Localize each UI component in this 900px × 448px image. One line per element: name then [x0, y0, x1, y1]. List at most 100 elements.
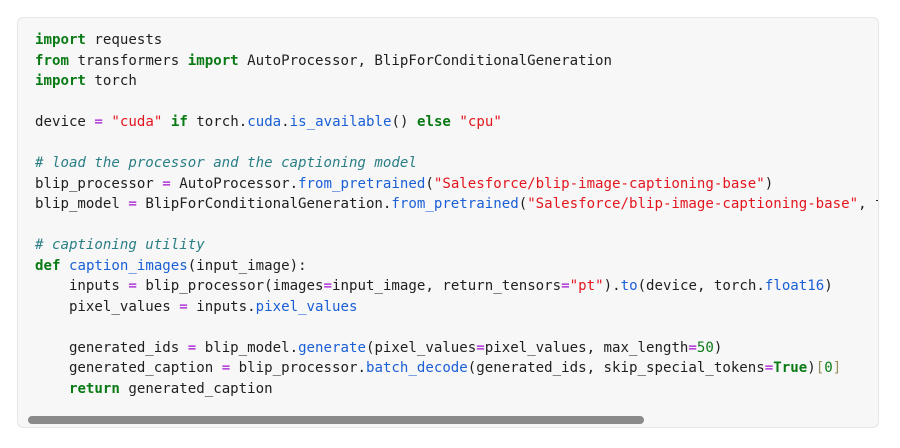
- code-text: ): [824, 278, 833, 294]
- operator: =: [94, 114, 103, 130]
- code-line: from transformers import AutoProcessor, …: [35, 51, 878, 72]
- code-line: blip_processor = AutoProcessor.from_pret…: [35, 174, 878, 195]
- code-text: AutoProcessor, BlipForConditionalGenerat…: [238, 52, 613, 69]
- code-text: , torch_dtype: [858, 196, 878, 212]
- attribute: cuda: [247, 114, 282, 130]
- string-literal: "cpu": [459, 114, 502, 130]
- keyword: return: [68, 380, 120, 397]
- string-literal: "pt": [569, 278, 604, 294]
- code-line: # load the processor and the captioning …: [35, 153, 878, 174]
- operator: =: [179, 298, 188, 315]
- attribute: float16: [764, 278, 825, 294]
- code-line: [35, 133, 878, 154]
- code-text: pixel_values: [35, 298, 180, 315]
- operator: =: [187, 339, 197, 356]
- attribute: from_pretrained: [298, 175, 426, 192]
- code-text: ): [807, 360, 816, 376]
- bracket: ]: [832, 360, 842, 376]
- code-line: def caption_images(input_image):: [35, 256, 878, 277]
- string-literal: "Salesforce/blip-image-captioning-base": [527, 196, 859, 212]
- code-text: (input_image):: [187, 257, 307, 274]
- keyword: from: [35, 52, 69, 69]
- code-line: # captioning utility: [35, 235, 878, 256]
- code-text: BlipForConditionalGeneration.: [136, 196, 392, 212]
- code-text: blip_model.: [196, 339, 299, 356]
- code-line: pixel_values = inputs.pixel_values: [35, 297, 878, 318]
- attribute: is_available: [289, 114, 392, 130]
- keyword: import: [35, 32, 86, 48]
- code-text: (: [518, 196, 528, 212]
- attribute: from_pretrained: [391, 196, 519, 212]
- code-text: pixel_values, max_length: [484, 339, 689, 356]
- code-text: blip_processor(images: [136, 278, 324, 294]
- string-literal: "Salesforce/blip-image-captioning-base": [433, 175, 765, 192]
- code-text: (): [391, 114, 417, 130]
- code-text: (pixel_values: [365, 339, 477, 356]
- code-text: torch: [85, 73, 137, 89]
- operator: =: [764, 360, 774, 376]
- code-text: device: [35, 114, 95, 130]
- operator: =: [128, 278, 137, 294]
- number-literal: 50: [696, 339, 714, 356]
- code-text: generated_caption: [119, 380, 273, 397]
- comment: # captioning utility: [35, 237, 205, 253]
- code-text: AutoProcessor.: [170, 175, 299, 192]
- attribute: batch_decode: [365, 360, 468, 376]
- horizontal-scrollbar[interactable]: [28, 416, 644, 424]
- code-text: inputs.: [187, 298, 256, 315]
- function-name: caption_images: [68, 257, 188, 274]
- bracket: [: [815, 360, 825, 376]
- code-text: generated_caption: [35, 360, 222, 376]
- code-line: [35, 215, 878, 236]
- code-text: transformers: [68, 52, 188, 69]
- code-line: device = "cuda" if torch.cuda.is_availab…: [35, 112, 878, 133]
- code-text: inputs: [35, 278, 129, 294]
- attribute: to: [620, 278, 638, 294]
- keyword: else: [416, 114, 451, 130]
- keyword: if: [170, 114, 188, 130]
- code-text: (: [425, 175, 434, 192]
- keyword: def: [35, 257, 61, 274]
- code-text: torch.: [187, 114, 248, 130]
- code-text: blip_processor.: [230, 360, 366, 376]
- code-line: [35, 317, 878, 338]
- comment: # load the processor and the captioning …: [35, 155, 417, 171]
- code-text: (generated_ids, skip_special_tokens: [467, 360, 765, 376]
- code-text: input_image, return_tensors: [332, 278, 562, 294]
- code-text: generated_ids: [35, 339, 188, 356]
- code-text: ): [764, 175, 774, 192]
- code-text: [35, 381, 69, 397]
- code-text: ).: [603, 278, 621, 294]
- operator: =: [688, 339, 697, 356]
- operator: =: [221, 360, 231, 376]
- operator: =: [162, 175, 171, 192]
- operator: =: [561, 278, 570, 294]
- operator: =: [128, 196, 137, 212]
- code-text: ): [713, 339, 723, 356]
- code-text: blip_model: [35, 196, 129, 212]
- code-line: [35, 92, 878, 113]
- code-text: (device, torch.: [637, 278, 765, 294]
- code-line: blip_model = BlipForConditionalGeneratio…: [35, 194, 878, 215]
- operator: =: [323, 278, 333, 294]
- attribute: generate: [298, 339, 366, 356]
- attribute: pixel_values: [255, 298, 358, 315]
- code-text: [162, 114, 171, 130]
- keyword: import: [187, 52, 239, 69]
- keyword: True: [773, 360, 808, 376]
- code-line: import torch: [35, 71, 878, 92]
- code-line: generated_caption = blip_processor.batch…: [35, 358, 878, 379]
- string-literal: "cuda": [111, 114, 163, 130]
- code-line: inputs = blip_processor(images=input_ima…: [35, 276, 878, 297]
- code-text: blip_processor: [35, 175, 163, 192]
- code-text: [60, 258, 69, 274]
- number-literal: 0: [824, 360, 833, 376]
- operator: =: [476, 339, 485, 356]
- keyword: import: [35, 73, 86, 89]
- code-text: requests: [85, 32, 163, 48]
- code-text: .: [281, 114, 290, 130]
- code-line: generated_ids = blip_model.generate(pixe…: [35, 338, 878, 359]
- code-line: import requests: [35, 30, 878, 51]
